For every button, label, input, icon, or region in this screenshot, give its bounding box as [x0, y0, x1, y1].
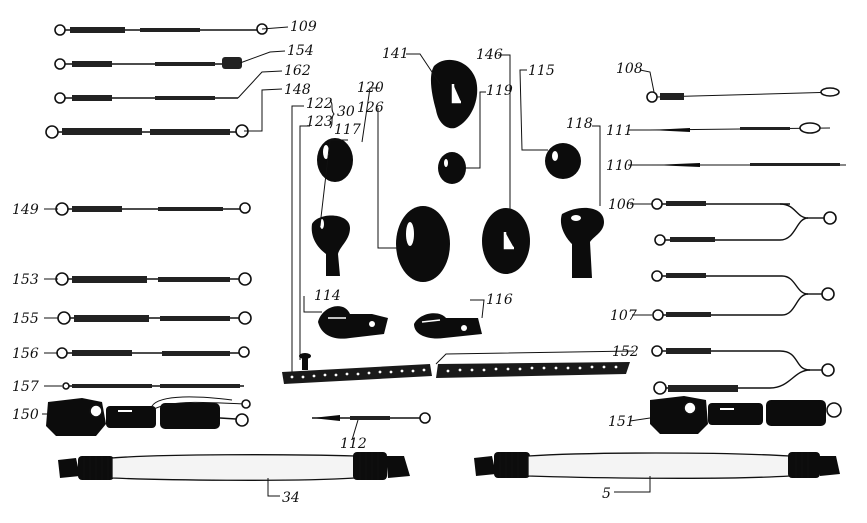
wire-152	[651, 345, 835, 395]
callout-126: 126	[357, 100, 384, 116]
wire-111	[649, 122, 831, 134]
leader-lines	[42, 26, 655, 497]
callout-157: 157	[12, 379, 39, 395]
callout-162: 162	[284, 63, 311, 79]
wire-155	[57, 311, 252, 325]
strip-122	[282, 353, 630, 384]
callout-148: 148	[284, 82, 311, 98]
callout-30: 30	[337, 104, 355, 120]
callout-115: 115	[528, 63, 555, 79]
wire-162	[54, 92, 238, 104]
wire-149	[55, 202, 251, 216]
callout-116: 116	[486, 292, 513, 308]
clamp-114	[318, 306, 388, 339]
wire-157	[62, 382, 244, 390]
wire-110	[652, 163, 846, 167]
connector-151	[650, 396, 842, 434]
callout-122: 122	[306, 96, 333, 112]
callout-151: 151	[608, 414, 635, 430]
callout-112: 112	[340, 436, 367, 452]
clamp-116	[414, 313, 482, 339]
brace-122-123	[329, 99, 335, 129]
callout-120: 120	[357, 80, 384, 96]
callout-146: 146	[476, 47, 503, 63]
callout-156: 156	[12, 346, 39, 362]
callout-141: 141	[382, 46, 409, 62]
grommet-117	[317, 138, 353, 182]
boot-123	[311, 215, 350, 276]
callout-123: 123	[306, 114, 333, 130]
callout-110: 110	[606, 158, 633, 174]
callout-labels: 109 154 162 148 149 153 155 156 157 150 …	[12, 19, 643, 506]
callout-109: 109	[290, 19, 317, 35]
callout-153: 153	[12, 272, 39, 288]
bushing-115	[545, 143, 581, 179]
grommet-141	[430, 59, 478, 129]
callout-119: 119	[486, 83, 513, 99]
callout-106: 106	[608, 197, 635, 213]
connector-150	[46, 396, 251, 436]
wire-153	[55, 272, 252, 286]
callout-117: 117	[334, 122, 361, 138]
callout-111: 111	[606, 123, 633, 139]
grommet-126	[396, 206, 450, 282]
strip-holes	[290, 365, 618, 379]
grommet-146	[482, 208, 530, 274]
callout-5: 5	[602, 486, 611, 502]
callout-107: 107	[610, 308, 637, 324]
callout-154: 154	[287, 43, 314, 59]
wire-109	[54, 23, 268, 36]
wire-108	[646, 87, 840, 103]
callout-152: 152	[612, 344, 639, 360]
callout-155: 155	[12, 311, 39, 327]
wire-154	[54, 57, 242, 70]
callout-118: 118	[566, 116, 593, 132]
wire-156	[56, 346, 250, 359]
callout-34: 34	[282, 490, 300, 506]
wire-112	[312, 412, 431, 424]
wire-107	[651, 270, 835, 321]
wire-106	[651, 198, 837, 246]
callout-108: 108	[616, 61, 643, 77]
bushing-119	[438, 152, 466, 184]
boot-118	[560, 207, 604, 278]
callout-114: 114	[314, 288, 341, 304]
callout-149: 149	[12, 202, 39, 218]
callout-150: 150	[12, 407, 39, 423]
wire-148	[45, 124, 249, 139]
hose-34	[58, 452, 410, 481]
hose-5	[474, 452, 840, 479]
